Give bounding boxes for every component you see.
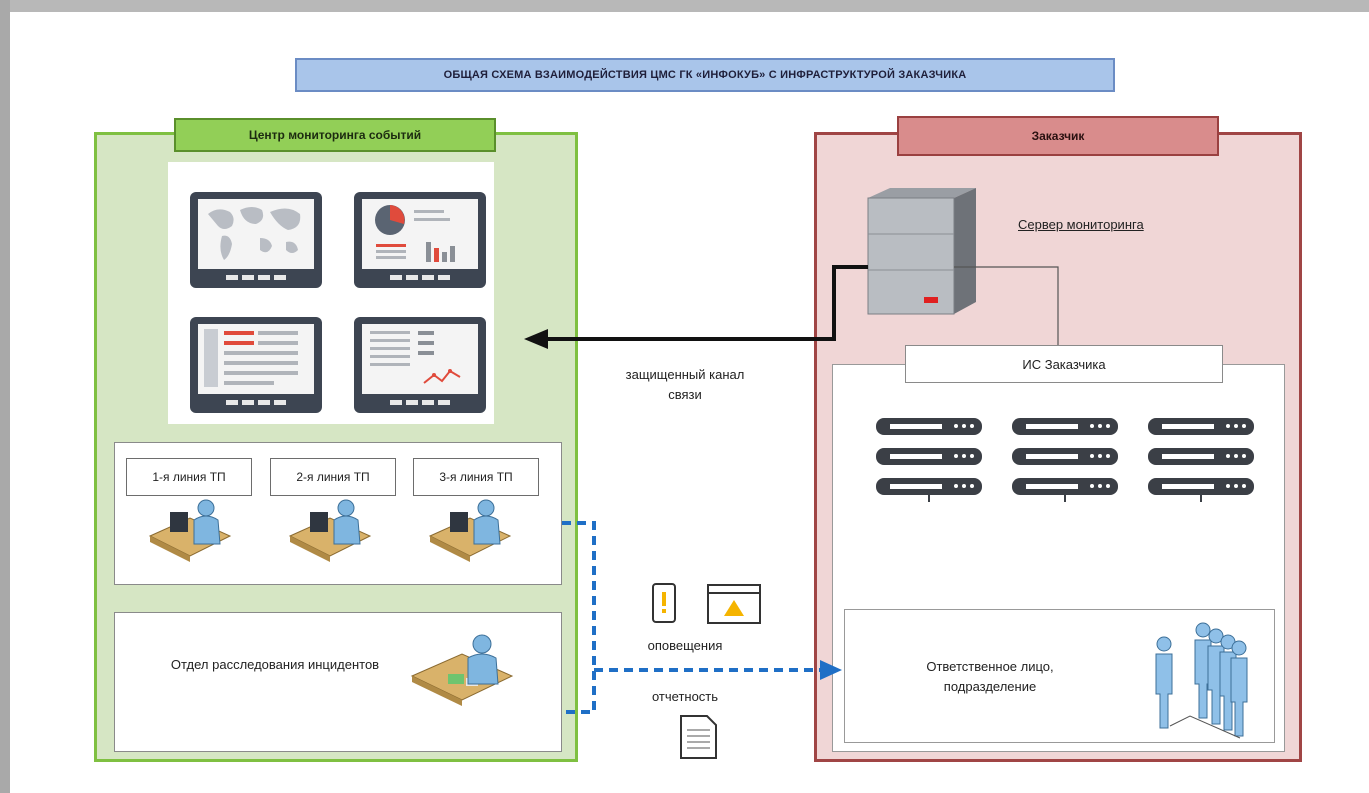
investigation-label: Отдел расследования инцидентов [170,657,380,672]
browser-alert-icon [707,584,761,624]
report-document-icon [680,715,717,759]
customer-label: Заказчик [897,116,1219,156]
reports-label: отчетность [651,689,719,704]
support-line-2-label: 2-я линия ТП [270,458,396,496]
secure-channel-label: защищенный канал связи [625,367,745,402]
investigation-box [114,612,562,752]
diagram-title: ОБЩАЯ СХЕМА ВЗАИМОДЕЙСТВИЯ ЦМС ГК «ИНФОК… [295,58,1115,92]
diagram-canvas: ОБЩАЯ СХЕМА ВЗАИМОДЕЙСТВИЯ ЦМС ГК «ИНФОК… [10,12,1369,793]
notification-connector [562,521,842,714]
phone-alert-icon [652,583,676,623]
responsible-label: Ответственное лицо, подразделение [926,659,1054,694]
monitoring-center-label: Центр мониторинга событий [174,118,496,152]
window-frame-left [0,0,10,793]
monitor-wall-icon [190,192,486,413]
window-frame-top [0,0,1369,12]
support-line-3-label: 3-я линия ТП [413,458,539,496]
notifications-label: оповещения [647,638,723,653]
monitors-panel [168,162,494,424]
support-line-1-label: 1-я линия ТП [126,458,252,496]
monitoring-server-label: Сервер мониторинга [1018,217,1144,232]
customer-is-label: ИС Заказчика [905,345,1223,383]
